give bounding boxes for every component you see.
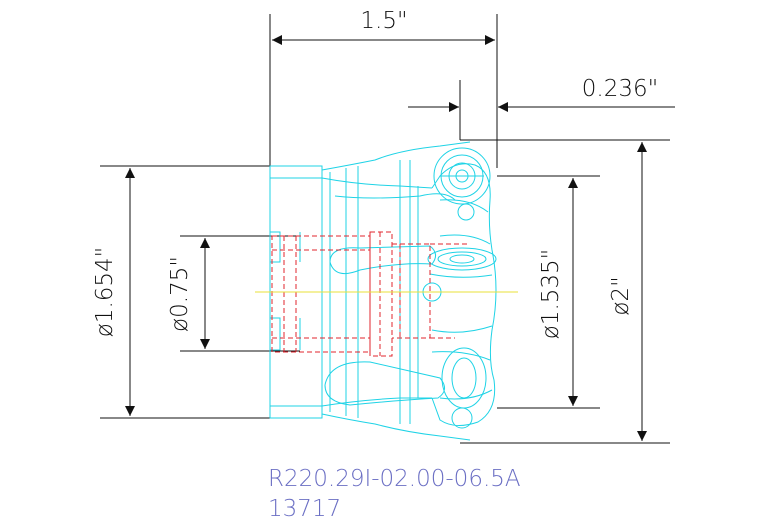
cutter-body — [269, 141, 497, 441]
middle-insert-core — [449, 254, 475, 264]
head-profile — [431, 163, 497, 426]
flute-lower — [324, 361, 445, 406]
head-detail — [431, 351, 491, 361]
bore-extension — [430, 243, 470, 339]
bore-outline — [271, 235, 371, 353]
head-detail — [439, 389, 493, 400]
dim-label-length: 1.5" — [360, 8, 407, 34]
part-item-number: 13717 — [268, 496, 341, 522]
shank-slots — [270, 231, 281, 351]
middle-insert — [427, 247, 497, 271]
bottom-insert-ring — [451, 357, 477, 399]
flute-upper — [334, 193, 456, 201]
dimension-lines — [100, 14, 675, 444]
part-designation: R220.29I-02.00-06.5A — [268, 466, 521, 492]
bore-counterbore — [392, 243, 431, 339]
body-top-curve — [321, 141, 471, 171]
dim-label-cutting-diameter: ø2" — [608, 276, 634, 315]
head-detail — [429, 273, 493, 278]
screw-head — [451, 407, 473, 429]
body-inner-top — [321, 177, 433, 189]
head-detail — [439, 199, 489, 213]
top-insert — [433, 147, 491, 205]
middle-insert-ring — [437, 251, 487, 267]
dim-label-bore-diameter: ø0.75" — [167, 256, 193, 332]
dim-label-effective-diameter: ø1.535" — [538, 249, 564, 340]
dim-label-offset: 0.236" — [582, 76, 658, 102]
body-bottom-curve — [321, 413, 471, 441]
dim-label-body-diameter: ø1.654" — [92, 247, 118, 338]
head-detail — [439, 234, 491, 245]
bore-step — [369, 231, 393, 357]
head-detail — [431, 325, 493, 333]
hidden-bore — [271, 231, 470, 357]
screw-head — [457, 203, 475, 221]
